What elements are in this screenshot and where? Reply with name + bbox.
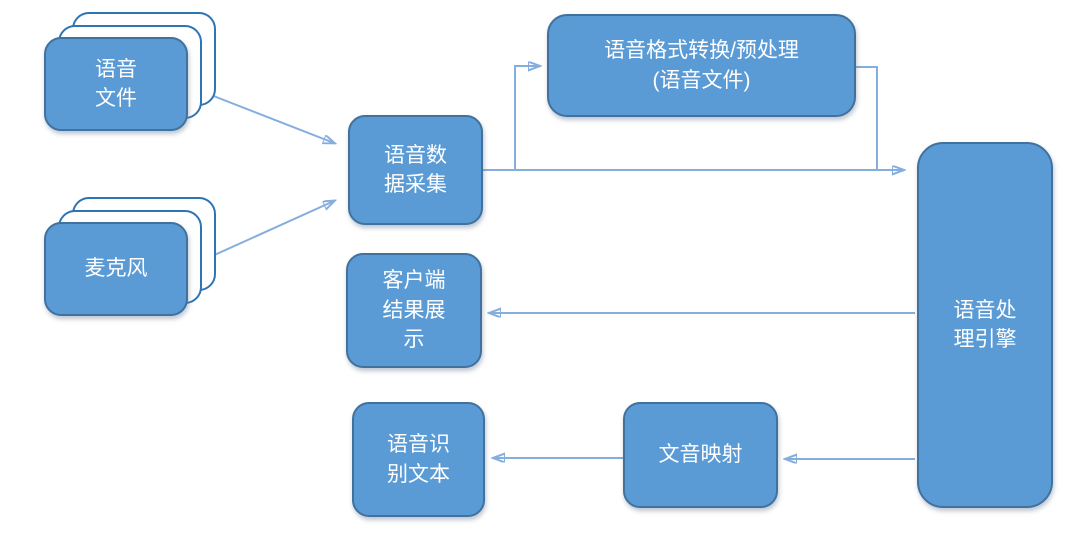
node-recognized-text: 语音识 别文本 xyxy=(352,402,485,517)
node-data-collection: 语音数 据采集 xyxy=(348,115,483,225)
preprocess-label: 语音格式转换/预处理 (语音文件) xyxy=(604,39,799,92)
connector-data-collection-to-preprocess xyxy=(514,66,539,170)
node-preprocess: 语音格式转换/预处理 (语音文件) xyxy=(547,14,856,117)
node-client-display: 客户端 结果展 示 xyxy=(346,253,482,368)
connector-preprocess-to-engine xyxy=(856,66,878,169)
client-display-label: 客户端 结果展 示 xyxy=(382,269,446,352)
node-voice-files: 语音 文件 xyxy=(44,37,188,131)
data-collection-label: 语音数 据采集 xyxy=(384,143,447,196)
engine-label: 语音处 理引擎 xyxy=(953,298,1017,351)
recognized-text-label: 语音识 别文本 xyxy=(387,433,450,486)
node-engine: 语音处 理引擎 xyxy=(917,142,1053,508)
text-sound-mapping-label: 文音映射 xyxy=(658,443,743,467)
microphone-label: 麦克风 xyxy=(84,257,148,281)
node-microphone: 麦克风 xyxy=(44,222,188,316)
node-text-sound-mapping: 文音映射 xyxy=(623,402,778,508)
voice-files-label: 语音 文件 xyxy=(95,57,137,110)
